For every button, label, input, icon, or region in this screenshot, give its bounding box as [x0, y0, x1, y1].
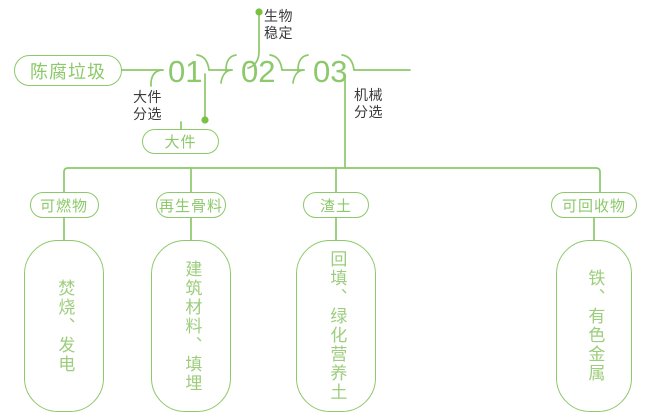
arc-02-upper-right	[269, 54, 283, 71]
node-category-3-label: 可回收物	[561, 197, 626, 215]
node-bulky-output-label: 大件	[164, 134, 197, 151]
node-root-label: 陈腐垃圾	[30, 61, 106, 82]
node-destination-3-label: 铁、有色金属	[585, 269, 605, 383]
node-category-0[interactable]: 可燃物	[29, 192, 99, 218]
arc-03-upper-right	[341, 54, 355, 71]
annotation-bulky-line2: 分选	[133, 106, 162, 123]
arc-03-lower-left	[292, 69, 305, 84]
step-number-03[interactable]: 03	[313, 54, 348, 89]
node-destination-1[interactable]: 建筑材料、填埋	[151, 240, 231, 412]
distribution-bar	[63, 167, 601, 183]
dot-bulky	[201, 116, 209, 124]
node-destination-2-label: 回填、绿化营养土	[327, 250, 347, 402]
annotation-bulky-sorting: 大件 分选	[133, 89, 162, 123]
arc-01-upper-right	[196, 54, 210, 71]
arc-02-upper-left	[225, 54, 237, 73]
step-number-02[interactable]: 02	[241, 54, 276, 89]
node-category-1[interactable]: 再生骨料	[156, 192, 226, 218]
annotation-bulky-line1: 大件	[133, 89, 162, 105]
annotation-mech-line2: 分选	[354, 104, 383, 121]
annotation-mech-line1: 机械	[354, 87, 383, 103]
annotation-bio-line2: 稳定	[264, 25, 293, 42]
node-destination-0[interactable]: 焚烧、发电	[24, 240, 104, 412]
annotation-bio-stabilization: 生物 稳定	[264, 8, 293, 42]
step-number-01[interactable]: 01	[168, 54, 203, 89]
node-category-2[interactable]: 渣土	[303, 192, 369, 218]
node-category-2-label: 渣土	[319, 197, 352, 215]
node-category-3[interactable]: 可回收物	[551, 192, 637, 218]
dot-bio	[255, 8, 263, 16]
annotation-bio-line1: 生物	[264, 8, 293, 24]
node-destination-3[interactable]: 铁、有色金属	[556, 240, 632, 412]
annotation-mechanical-sorting: 机械 分选	[354, 87, 383, 121]
node-destination-2[interactable]: 回填、绿化营养土	[296, 240, 376, 412]
node-destination-1-label: 建筑材料、填埋	[182, 259, 202, 393]
arc-01-lower-left	[150, 69, 164, 87]
node-category-0-label: 可燃物	[39, 197, 88, 215]
wire-bio-stem	[247, 13, 260, 69]
node-root[interactable]: 陈腐垃圾	[14, 55, 122, 86]
arc-03-upper-left	[297, 54, 309, 73]
node-destination-0-label: 焚烧、发电	[55, 278, 75, 374]
node-category-1-label: 再生骨料	[158, 197, 223, 215]
arc-02-lower-left	[220, 69, 233, 84]
node-bulky-output[interactable]: 大件	[142, 129, 219, 154]
